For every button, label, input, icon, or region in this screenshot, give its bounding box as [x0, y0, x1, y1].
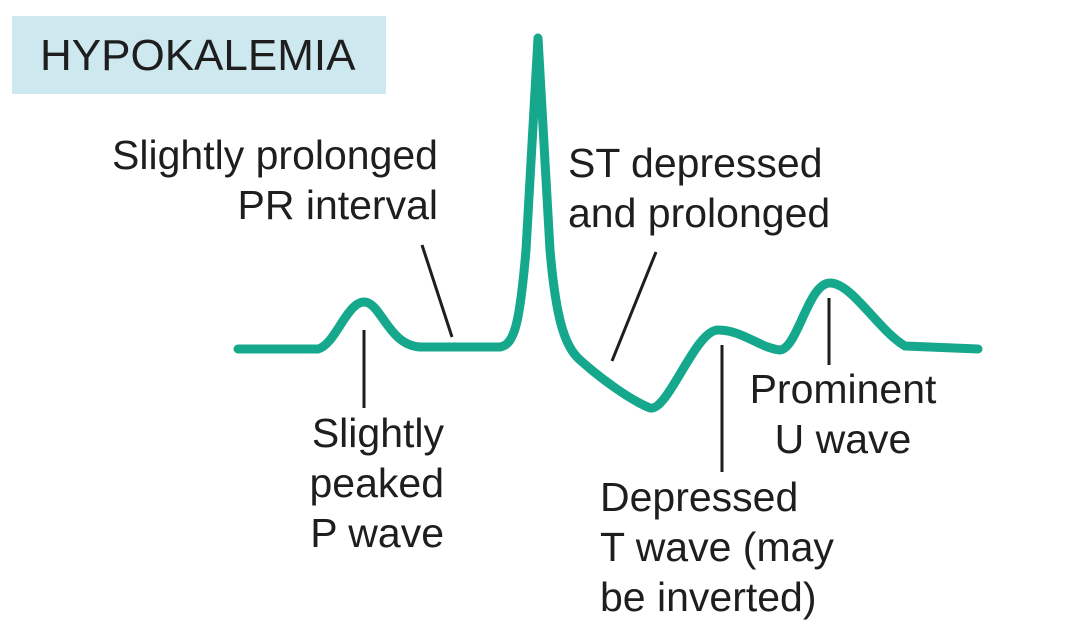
- title-box: [12, 16, 386, 94]
- pr-interval-label: Slightly prolonged PR interval: [112, 130, 438, 230]
- t-wave-label-line-3: be inverted): [600, 574, 817, 620]
- u-wave-label-line-2: U wave: [774, 416, 912, 462]
- st-segment-leader-line: [610, 251, 658, 362]
- ecg-trace: [233, 33, 983, 413]
- u-wave-label: Prominent U wave: [738, 364, 948, 464]
- t-wave-label: Depressed T wave (may be inverted): [600, 472, 834, 622]
- p-wave-label-line-1: Slightly: [311, 410, 444, 456]
- p-wave-label: Slightly peaked P wave: [309, 408, 444, 558]
- st-segment-label-line-2: and prolonged: [568, 190, 831, 236]
- pr-interval-leader-line: [420, 244, 454, 338]
- t-wave-label-line-1: Depressed: [600, 474, 799, 520]
- pr-interval-label-line-2: PR interval: [237, 182, 438, 228]
- p-wave-label-line-3: P wave: [310, 510, 444, 556]
- st-segment-label-line-1: ST depressed: [568, 140, 823, 186]
- st-segment-label: ST depressed and prolonged: [568, 138, 830, 238]
- pr-interval-label-line-1: Slightly prolonged: [112, 132, 438, 178]
- u-wave-label-line-1: Prominent: [749, 366, 937, 412]
- p-wave-label-line-2: peaked: [309, 460, 444, 506]
- diagram-title: HYPOKALEMIA: [40, 31, 356, 80]
- t-wave-label-line-2: T wave (may: [600, 524, 834, 570]
